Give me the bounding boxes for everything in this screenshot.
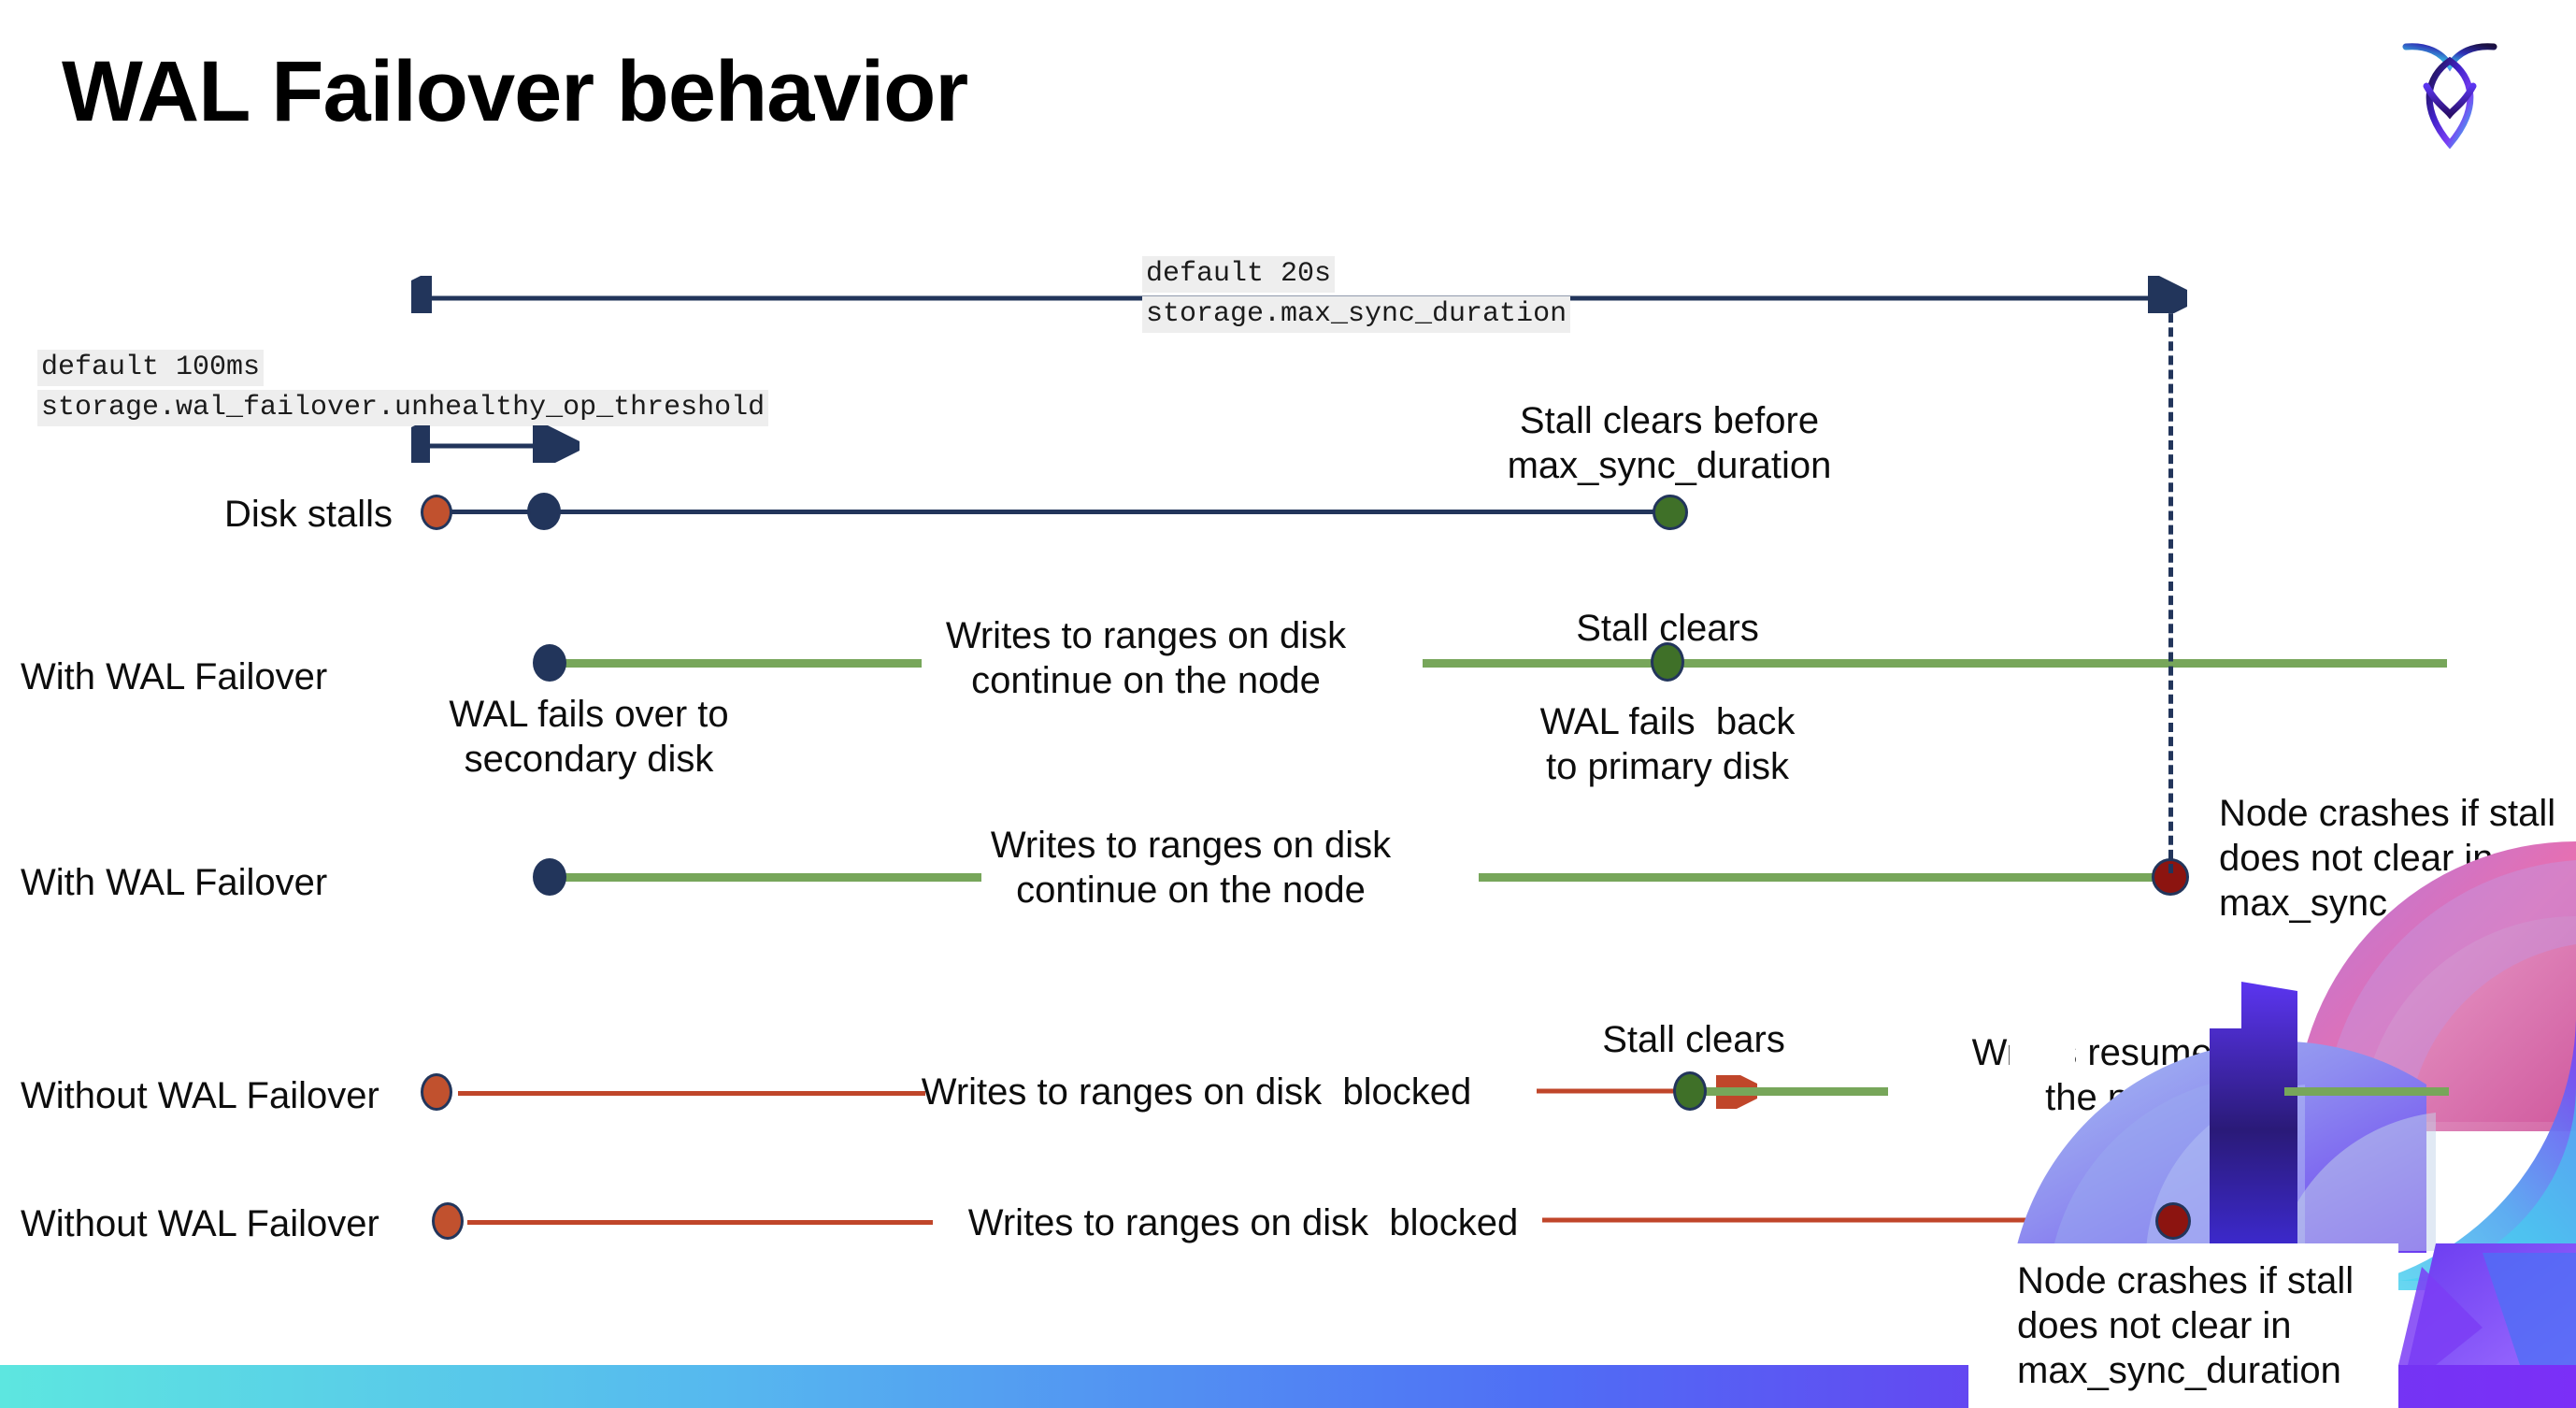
note-stall-clears-2: Stall clears	[1602, 1019, 1785, 1060]
note-writes-continue-2: Writes to ranges on disk continue on the…	[990, 825, 1392, 911]
wal-failover-rail-right-2	[1479, 873, 2170, 882]
note-stall-clears-before: Stall clears before max_sync_duration	[1507, 400, 1832, 486]
failover-trigger-marker-2	[533, 858, 566, 896]
row-label-without-wal-failover-2: Without WAL Failover	[21, 1203, 379, 1244]
note-writes-continue-1: Writes to ranges on disk continue on the…	[945, 615, 1347, 701]
max-sync-default-label: default 20s	[1142, 256, 1336, 294]
wal-failover-rail-right-1	[1423, 659, 2447, 668]
cockroachdb-logo-icon	[2389, 28, 2511, 159]
stall-start-marker-2	[421, 1073, 452, 1111]
unhealthy-setting-label: storage.wal_failover.unhealthy_op_thresh…	[37, 390, 769, 427]
row-label-without-wal-failover-1: Without WAL Failover	[21, 1075, 379, 1116]
page-title: WAL Failover behavior	[62, 44, 968, 139]
row-label-with-wal-failover-2: With WAL Failover	[21, 862, 328, 903]
stall-start-marker-3	[432, 1202, 464, 1240]
resume-rail-over-artwork	[2284, 1087, 2449, 1096]
blocked-rail-2	[467, 1220, 933, 1225]
node-crash-callout-background	[1968, 1243, 2398, 1408]
resume-rail-1	[1703, 1087, 1888, 1096]
wal-failover-rail-left-1	[553, 659, 922, 668]
max-sync-setting-label: storage.max_sync_duration	[1142, 296, 1571, 334]
note-writes-blocked-1: Writes to ranges on disk blocked	[921, 1071, 1472, 1113]
row-label-disk-stalls: Disk stalls	[223, 494, 393, 535]
note-writes-blocked-2: Writes to ranges on disk blocked	[967, 1202, 1519, 1243]
unhealthy-default-label: default 100ms	[37, 350, 265, 387]
note-stall-clears-1: Stall clears	[1576, 608, 1759, 649]
wal-failover-rail-left-2	[553, 873, 981, 882]
note-node-crashes-2: Node crashes if stall does not clear in …	[2017, 1260, 2354, 1391]
stall-cleared-marker	[1653, 495, 1688, 530]
node-crash-marker-2	[2155, 1202, 2191, 1240]
failover-trigger-marker-1	[533, 644, 566, 682]
artwork-knockout-top	[2010, 935, 2075, 1066]
stall-start-marker	[421, 495, 452, 530]
disk-stall-rail	[436, 510, 1671, 514]
stall-cleared-marker-2	[1673, 1071, 1707, 1111]
row-label-with-wal-failover-1: With WAL Failover	[21, 656, 328, 697]
blocked-rail-1	[458, 1091, 925, 1096]
stall-cleared-marker-1	[1651, 642, 1684, 682]
failover-trigger-marker	[527, 493, 561, 530]
decorative-artwork	[1996, 804, 2576, 1365]
note-wal-fails-back: WAL fails back to primary disk	[1539, 701, 1796, 787]
unhealthy-op-threshold-span-arrow	[411, 425, 580, 463]
max-sync-duration-deadline-dashed-line	[2168, 299, 2173, 873]
note-wal-fails-over: WAL fails over to secondary disk	[449, 694, 729, 780]
